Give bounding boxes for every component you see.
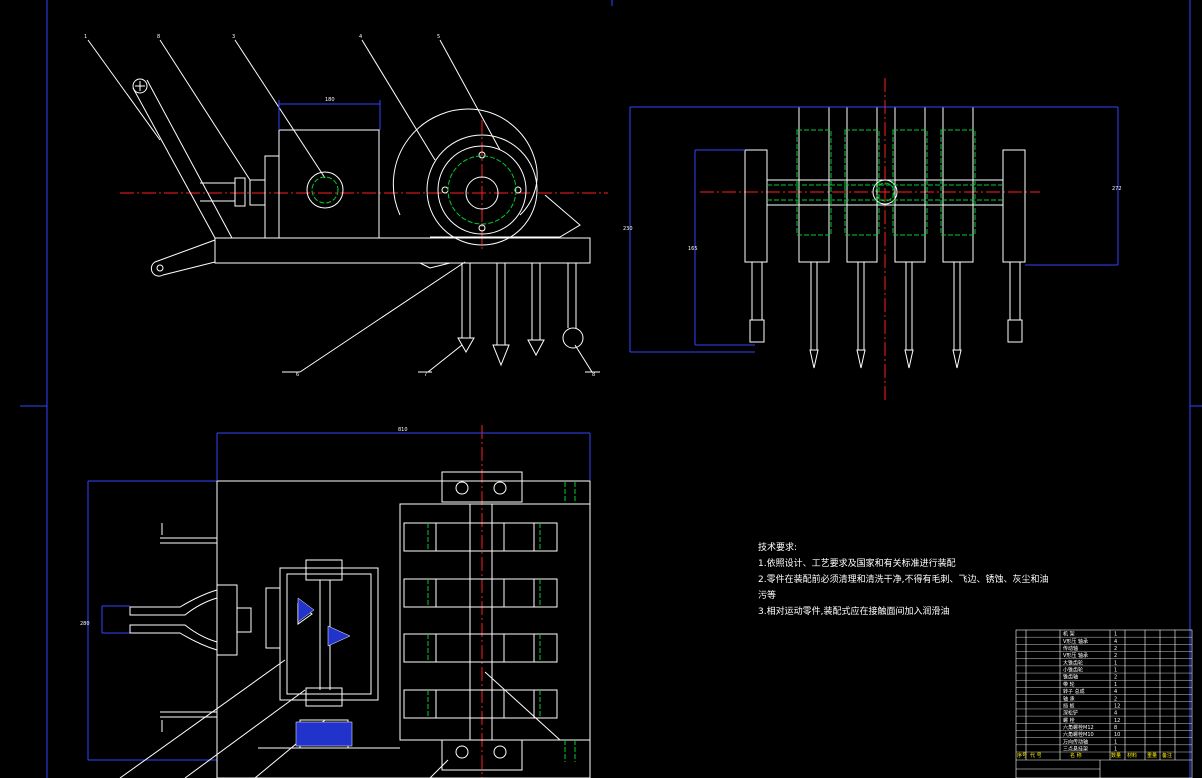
callout-6: 6 <box>296 372 299 378</box>
callout-7: 7 <box>424 372 427 378</box>
notes-line-3: 污等 <box>758 591 777 601</box>
bom-row-name: 小锥齿轮 <box>1063 667 1083 674</box>
notes-line-2: 2.零件在装配前必须清理和清洗干净,不得有毛刺、飞边、锈蚀、灰尘和油 <box>758 575 1049 585</box>
bom-header-cell: 序号 <box>1017 752 1027 759</box>
dim-front-width: 272 <box>1112 186 1122 192</box>
bom-row-name: 螺 栓 <box>1063 717 1075 724</box>
dim-plan-height: 280 <box>80 621 90 627</box>
bom-row-qty: 12 <box>1114 703 1120 709</box>
bom-row-name: V形压 轴承 <box>1063 638 1088 645</box>
bom-row-qty: 4 <box>1114 711 1117 717</box>
bom-row-qty: 2 <box>1114 675 1117 681</box>
callout-3: 3 <box>232 34 235 40</box>
bom-header-cell: 重量 <box>1147 752 1157 759</box>
bom-row-name: 带 轮 <box>1063 681 1075 688</box>
callout-4: 4 <box>359 34 362 40</box>
bom-row-qty: 1 <box>1114 682 1117 688</box>
bom-row-name: 三点悬挂架 <box>1063 746 1088 753</box>
drawing-frame <box>20 0 1202 778</box>
bom-header-cell: 材料 <box>1127 752 1137 759</box>
bom-header-cell: 备注 <box>1162 752 1172 759</box>
bom-row-qty: 4 <box>1114 689 1117 695</box>
bom-row-qty: 2 <box>1114 653 1117 659</box>
bom-row-qty: 12 <box>1114 718 1120 724</box>
bom-row-name: 万向传动轴 <box>1063 738 1088 745</box>
bom-row-name: 轴 承 <box>1063 695 1075 702</box>
bom-row-name: V形压 轴承 <box>1063 652 1088 659</box>
notes-title: 技术要求: <box>758 543 798 553</box>
notes-line-4: 3.相对运动零件,装配式应在接触面间加入润滑油 <box>758 607 950 617</box>
front-view: 272 230 165 <box>623 78 1122 400</box>
callout-5: 5 <box>437 34 440 40</box>
bom-row-name: 六角螺栓M12 <box>1063 724 1094 731</box>
bom-row-name: 锥齿轴 <box>1063 674 1078 681</box>
bom-row-qty: 1 <box>1114 632 1117 638</box>
bom-row-name: 传动轴 <box>1063 645 1078 652</box>
bom-row-qty: 1 <box>1114 668 1117 674</box>
bom-row-name: 转子 总成 <box>1063 688 1085 695</box>
bom-row-name: 机 架 <box>1063 631 1075 638</box>
bom-row-qty: 4 <box>1114 639 1117 645</box>
bom-row-qty: 1 <box>1114 747 1117 753</box>
plan-view: 810 280 <box>80 425 591 778</box>
callout-8: 8 <box>592 372 595 378</box>
notes-line-1: 1.依照设计、工艺要求及国家和有关标准进行装配 <box>758 559 956 569</box>
callout-2: 8 <box>157 34 160 40</box>
dim-plan-width: 810 <box>398 427 408 433</box>
bom-header-cell: 名 称 <box>1070 752 1082 759</box>
bom-row-qty: 1 <box>1114 660 1117 666</box>
bom-row-qty: 1 <box>1114 739 1117 745</box>
dim-front-inner: 165 <box>688 246 698 252</box>
bom-row-name: 深松铲 <box>1063 710 1078 717</box>
bom-row-qty: 2 <box>1114 646 1117 652</box>
dim-side-width: 180 <box>325 97 335 103</box>
bom-row-name: 六角螺栓M10 <box>1063 731 1094 738</box>
callout-1: 1 <box>84 34 87 40</box>
side-view: 180 1 8 3 4 5 6 7 8 <box>84 34 608 378</box>
bom-header-cell: 代 号 <box>1030 752 1042 759</box>
dim-front-height: 230 <box>623 226 633 232</box>
bom-row-name: 大锥齿轮 <box>1063 659 1083 666</box>
bom-row-qty: 8 <box>1114 725 1117 731</box>
bom-row-qty: 10 <box>1114 732 1120 738</box>
bom-row-qty: 2 <box>1114 696 1117 702</box>
bom-row-name: 挡 板 <box>1063 702 1075 709</box>
bom-header-cell: 数量 <box>1111 752 1121 759</box>
